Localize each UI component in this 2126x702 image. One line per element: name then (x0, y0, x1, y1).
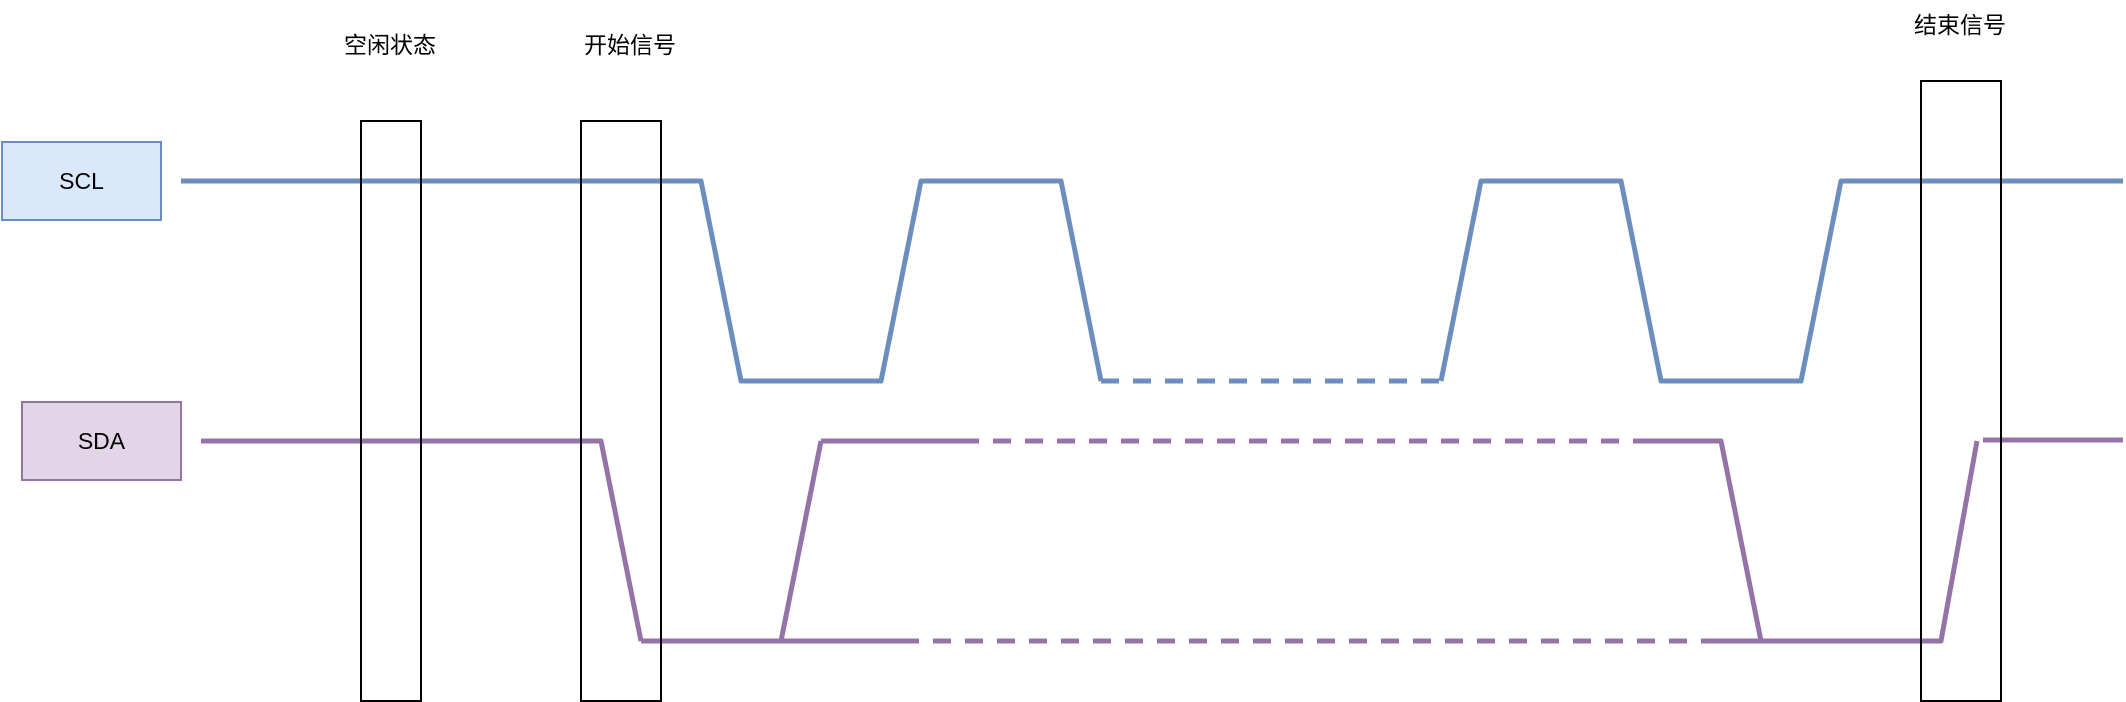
scl-label: SCL (59, 167, 104, 194)
stop-signal-window (1920, 80, 2002, 702)
scl-segment-2 (1438, 178, 2123, 384)
scl-segment-1 (181, 178, 1104, 384)
sda-label-box: SDA (21, 401, 182, 481)
start-signal-window (580, 120, 662, 702)
idle-state-label: 空闲状态 (344, 32, 436, 58)
scl-label-box: SCL (1, 141, 162, 221)
start-signal-label: 开始信号 (584, 32, 676, 58)
sda-waveform (201, 437, 2123, 644)
annotation-windows (360, 80, 2002, 702)
idle-state-window (360, 120, 422, 702)
stop-signal-label: 结束信号 (1914, 12, 2006, 38)
scl-waveform (181, 178, 2123, 384)
sda-rise (778, 440, 824, 642)
sda-label: SDA (77, 427, 126, 454)
sda-high-solid-2 (1641, 438, 1980, 644)
sda-high-start (201, 438, 644, 642)
